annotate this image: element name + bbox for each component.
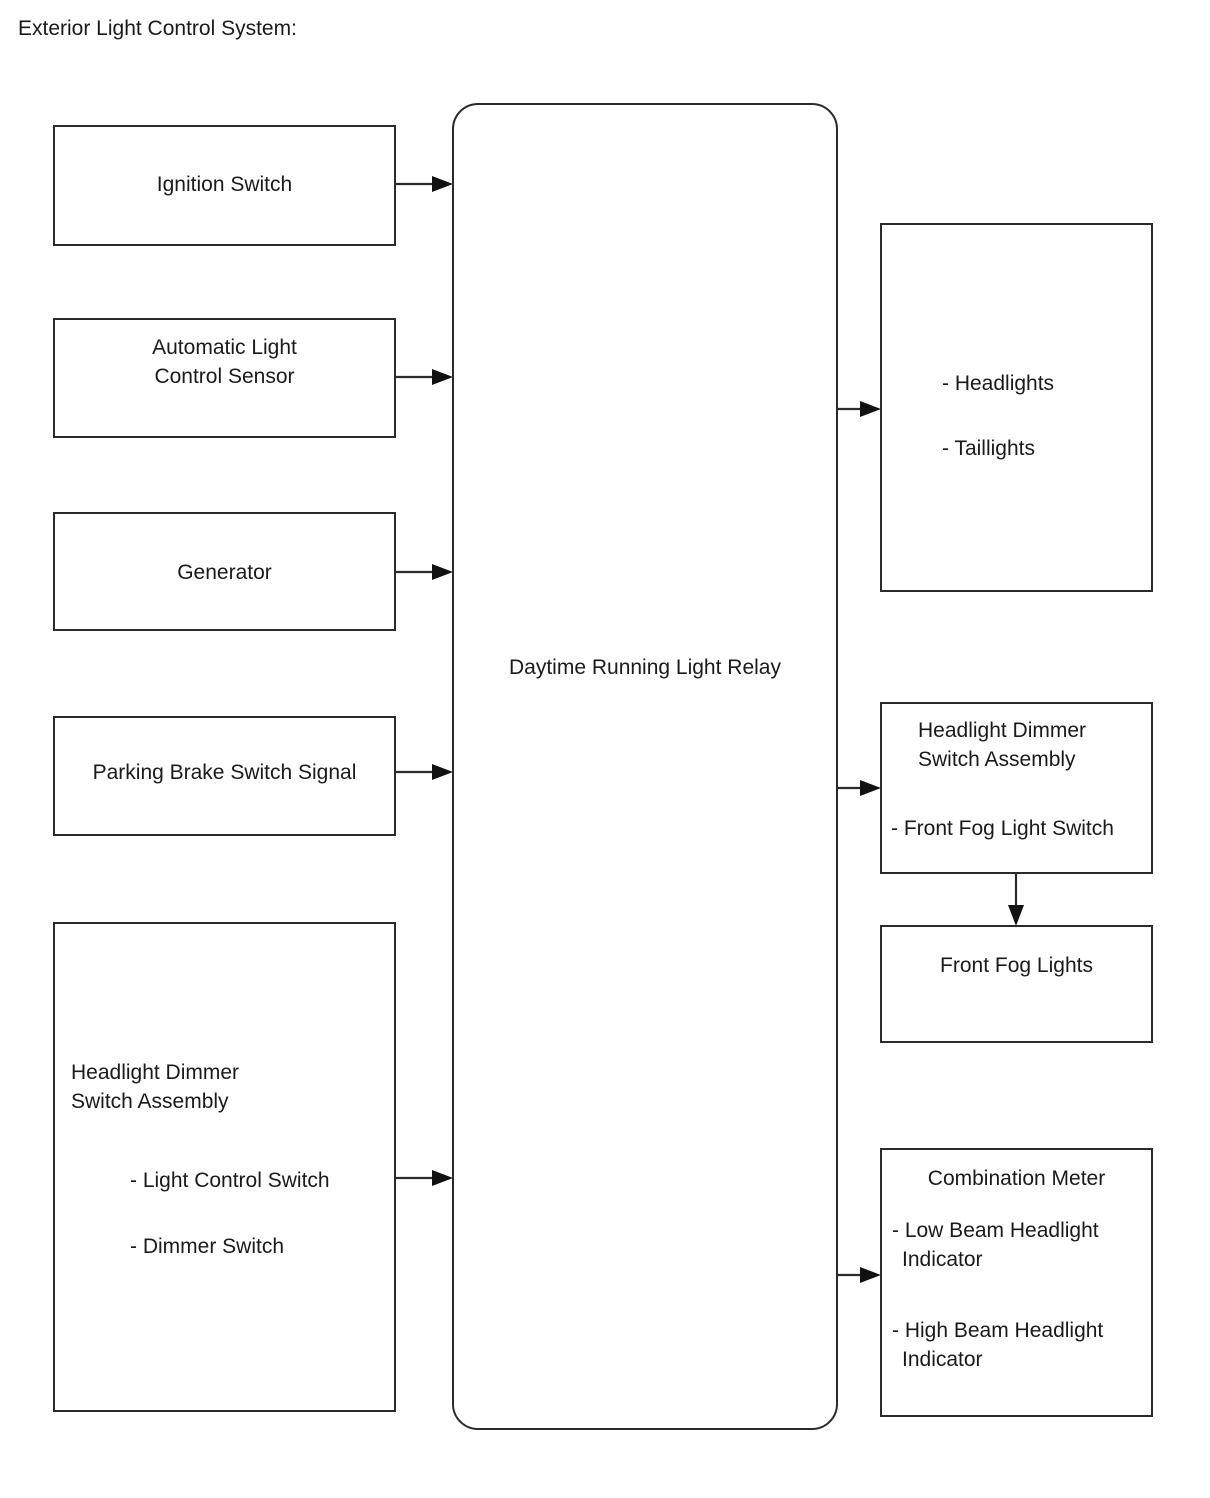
dimmer-output-item-front-fog-light-switch: - Front Fog Light Switch [891,817,1114,840]
node-ignition-switch[interactable]: Ignition Switch [53,125,396,246]
combination-meter-item-low-beam-line1: - Low Beam Headlight [892,1219,1099,1242]
page-title: Exterior Light Control System: [18,17,297,40]
connector-dimmer-left-to-relay [396,1170,453,1186]
node-combination-meter[interactable]: Combination Meter - Low Beam Headlight I… [880,1148,1153,1417]
parking-brake-switch-signal-label: Parking Brake Switch Signal [92,761,357,784]
node-lamps[interactable]: - Headlights - Taillights [880,223,1153,592]
node-automatic-light-control-sensor[interactable]: Automatic Light Control Sensor [53,318,396,438]
connector-ignition-to-relay [396,176,453,192]
front-fog-lights-label: Front Fog Lights [940,954,1093,977]
automatic-light-control-sensor-label-line1: Automatic Light [152,336,297,359]
combination-meter-heading: Combination Meter [927,1167,1106,1190]
dimmer-input-heading-line1: Headlight Dimmer [71,1061,240,1084]
node-daytime-running-light-relay[interactable]: Daytime Running Light Relay [452,103,838,1430]
dimmer-input-item-light-control-switch: - Light Control Switch [130,1169,330,1192]
connector-relay-to-lamps [838,401,881,417]
combination-meter-item-high-beam-line2: Indicator [902,1348,983,1371]
combination-meter-item-low-beam-line2: Indicator [902,1248,983,1271]
dimmer-output-heading-line1: Headlight Dimmer [918,719,1087,742]
node-headlight-dimmer-switch-assembly-output[interactable]: Headlight Dimmer Switch Assembly - Front… [880,702,1153,874]
connector-relay-to-combination-meter [838,1267,881,1283]
connector-parking-brake-to-relay [396,764,453,780]
node-front-fog-lights[interactable]: Front Fog Lights [880,925,1153,1043]
node-parking-brake-switch-signal[interactable]: Parking Brake Switch Signal [53,716,396,836]
combination-meter-item-high-beam-line1: - High Beam Headlight [892,1319,1104,1342]
generator-label: Generator [177,561,272,584]
relay-label: Daytime Running Light Relay [509,656,781,679]
connector-light-sensor-to-relay [396,369,453,385]
ignition-switch-label: Ignition Switch [156,173,293,196]
lamps-item-headlights: - Headlights [942,372,1055,395]
connector-relay-to-dimmer-right [838,780,881,796]
dimmer-output-heading-line2: Switch Assembly [918,748,1076,771]
node-headlight-dimmer-switch-assembly-input[interactable]: Headlight Dimmer Switch Assembly - Light… [53,922,396,1412]
node-generator[interactable]: Generator [53,512,396,631]
lamps-item-taillights: - Taillights [942,437,1035,460]
automatic-light-control-sensor-label-line2: Control Sensor [154,365,295,388]
dimmer-input-item-dimmer-switch: - Dimmer Switch [130,1235,285,1258]
connector-generator-to-relay [396,564,453,580]
connector-dimmer-right-to-fog-lights [1008,874,1024,926]
dimmer-input-heading-line2: Switch Assembly [71,1090,229,1113]
